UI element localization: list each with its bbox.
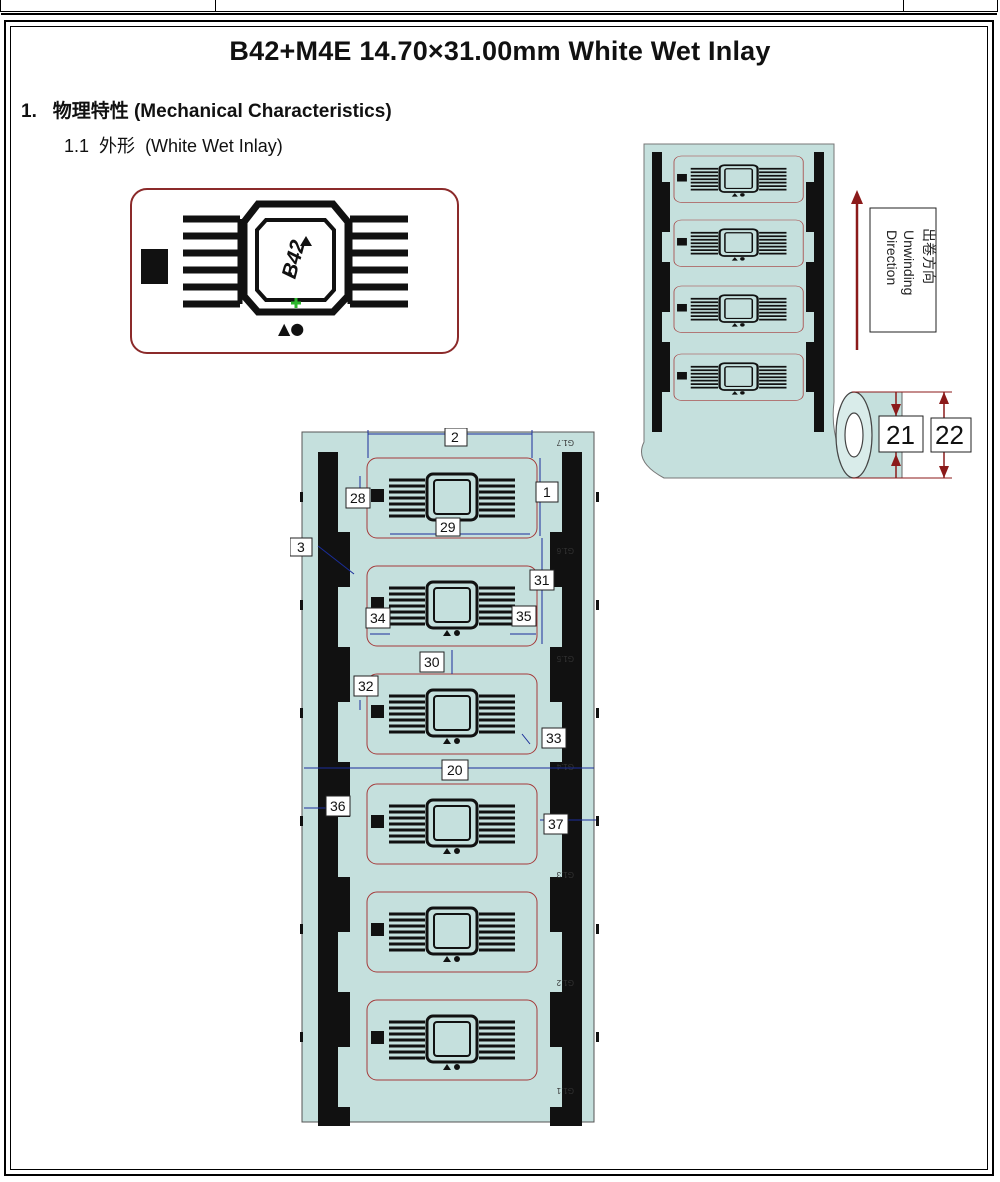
edge-mark: G1.4 bbox=[556, 762, 574, 771]
inlay-preview: B42 ▲● bbox=[130, 188, 459, 354]
edge-mark: G1.3 bbox=[556, 870, 574, 879]
subsection-en: (White Wet Inlay) bbox=[145, 136, 283, 156]
section-title: 物理特性 (Mechanical Characteristics) bbox=[52, 101, 392, 122]
page-frame bbox=[4, 20, 994, 1176]
page-title: B42+M4E 14.70×31.00mm White Wet Inlay bbox=[229, 36, 771, 66]
section-heading: 1. 物理特性 (Mechanical Characteristics) bbox=[21, 96, 392, 123]
dim-label-1: 1 bbox=[543, 484, 551, 500]
edge-mark: G1.1 bbox=[556, 1086, 574, 1095]
section-number: 1. bbox=[21, 101, 37, 122]
edge-mark: G1.2 bbox=[556, 978, 574, 987]
dim-label-32: 32 bbox=[358, 678, 374, 694]
chip-pad-icon bbox=[141, 249, 168, 284]
web-drawing: G1.7 G1.6 G1.5 G1.4 G1.3 G1.2 G1.1 2 1 2… bbox=[290, 428, 599, 1126]
dim-label-36: 36 bbox=[330, 798, 346, 814]
dim-label-35: 35 bbox=[516, 608, 532, 624]
dim-label-3: 3 bbox=[297, 539, 305, 555]
dim-label-33: 33 bbox=[546, 730, 562, 746]
dim-label-28: 28 bbox=[350, 490, 366, 506]
unwinding-label-en-2: Direction bbox=[884, 230, 900, 285]
dim-label-21: 21 bbox=[886, 420, 915, 450]
dim-label-30: 30 bbox=[424, 654, 440, 670]
dim-label-37: 37 bbox=[548, 816, 564, 832]
subsection-zh: 外形 bbox=[99, 136, 136, 157]
header-strip bbox=[0, 0, 998, 15]
subsection-heading: 1.1 外形 (White Wet Inlay) bbox=[64, 132, 283, 158]
unwinding-label-en-1: Unwinding bbox=[901, 230, 917, 295]
edge-mark: G1.7 bbox=[556, 438, 574, 447]
dim-label-22: 22 bbox=[935, 420, 964, 450]
dim-label-34: 34 bbox=[370, 610, 386, 626]
dim-label-20: 20 bbox=[447, 762, 463, 778]
dim-label-2: 2 bbox=[451, 429, 459, 445]
roll-view: 出卷方向 Unwinding Direction 21 22 bbox=[641, 143, 972, 479]
dim-label-31: 31 bbox=[534, 572, 550, 588]
inlay-symbols: ▲● bbox=[278, 319, 304, 338]
unwinding-label-zh: 出卷方向 bbox=[920, 228, 936, 284]
subsection-number: 1.1 bbox=[64, 136, 90, 156]
edge-mark: G1.6 bbox=[556, 546, 574, 555]
dim-label-29: 29 bbox=[440, 519, 456, 535]
page-frame-inner bbox=[10, 26, 988, 1170]
edge-mark: G1.5 bbox=[556, 654, 574, 663]
